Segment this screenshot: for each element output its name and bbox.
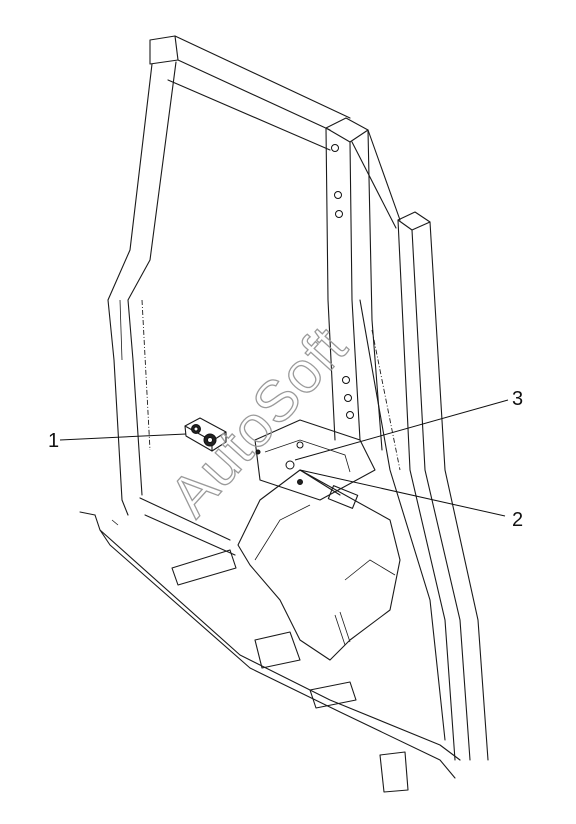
callout-label-2: 2 <box>512 509 523 531</box>
callout-1: 1 <box>48 430 187 452</box>
part-1-latch <box>184 417 227 452</box>
cab-frame <box>79 35 489 793</box>
callout-label-3: 3 <box>512 388 523 410</box>
callout-2: 2 <box>299 469 523 531</box>
callout-label-1: 1 <box>48 430 59 452</box>
callout-3: 3 <box>294 388 523 461</box>
